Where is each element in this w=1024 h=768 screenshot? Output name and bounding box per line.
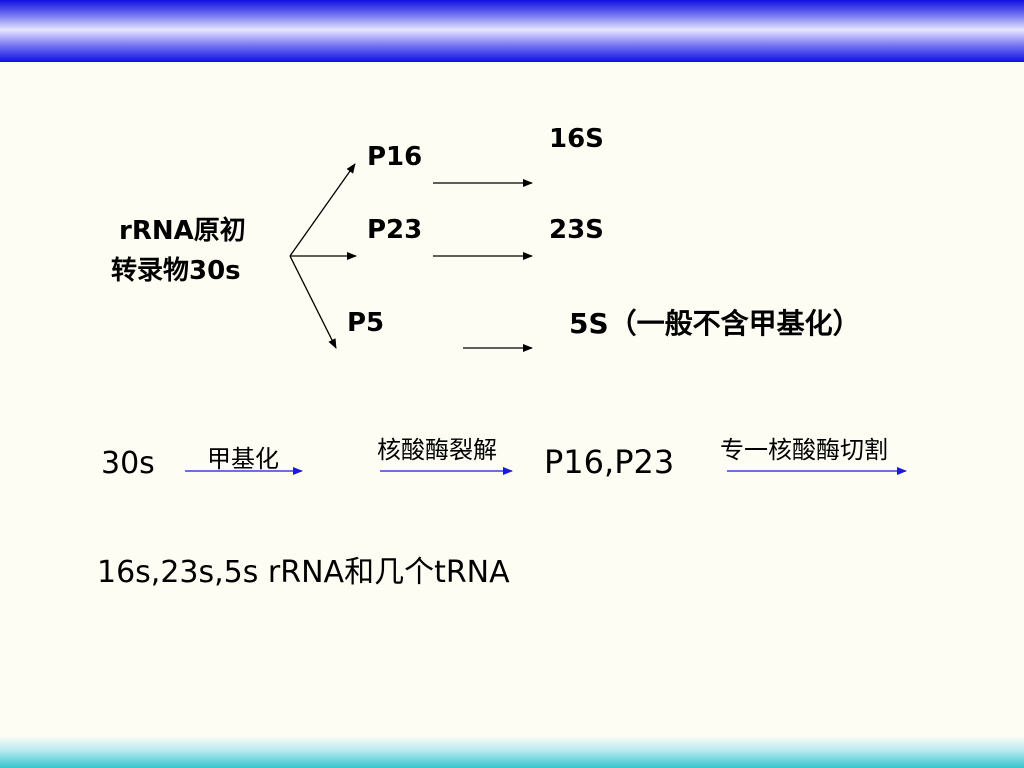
branch-arrow-p5 xyxy=(289,255,337,349)
precursor-p23: P23 xyxy=(367,215,423,245)
process-start: 30s xyxy=(101,446,155,481)
product-16s: 16S xyxy=(549,124,604,154)
process-step2-label: 核酸酶裂解 xyxy=(377,436,497,464)
process-intermediate: P16,P23 xyxy=(544,443,675,481)
footer-band xyxy=(0,736,1024,768)
source-label-line1: rRNA原初 xyxy=(119,216,246,246)
product-23s: 23S xyxy=(549,215,604,245)
product-5s: 5S（一般不含甲基化） xyxy=(569,307,861,340)
process-step3-label: 专一核酸酶切割 xyxy=(720,436,888,464)
precursor-p5: P5 xyxy=(347,308,385,338)
process-step1-label: 甲基化 xyxy=(207,445,279,473)
result-text: 16s,23s,5s rRNA和几个tRNA xyxy=(97,555,510,590)
precursor-p16: P16 xyxy=(367,142,423,172)
branch-arrow-p16 xyxy=(289,163,356,257)
source-label-line2: 转录物30s xyxy=(111,256,241,286)
header-band xyxy=(0,0,1024,62)
